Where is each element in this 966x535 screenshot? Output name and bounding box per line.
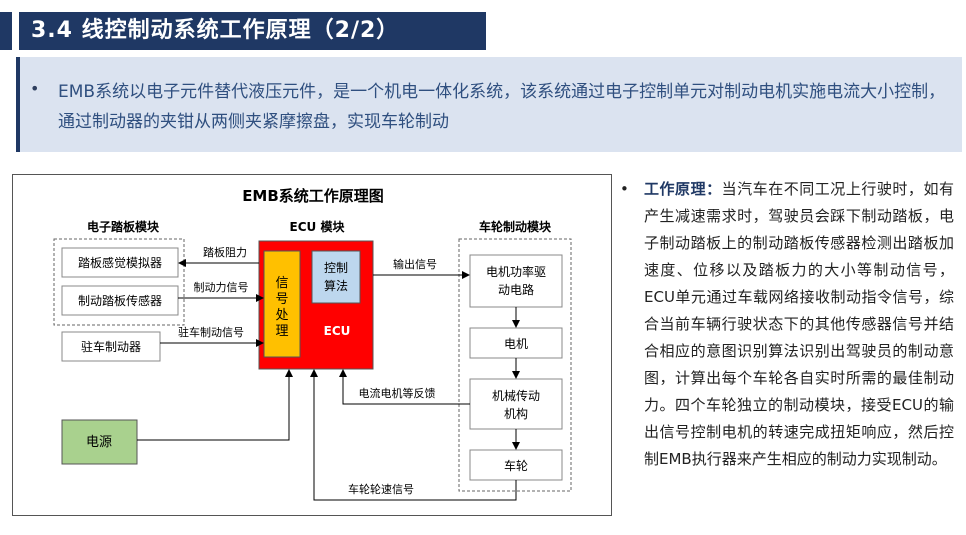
diagram-title: EMB系统工作原理图 [242,187,384,205]
slide-title: 3.4 线控制动系统工作原理（2/2） [19,12,486,50]
wheel-box [469,449,563,481]
title-bar: 3.4 线控制动系统工作原理（2/2） [0,12,486,50]
emb-diagram: EMB系统工作原理图 电子踏板模块 ECU 模块 车轮制动模块 踏板感觉模拟器 … [12,174,612,516]
pedal-module-box [53,238,185,326]
ecu-module-label: ECU 模块 [290,219,346,234]
motor-driver-line-1: 电机功率驱 [486,264,546,279]
motor-label: 电机 [504,337,528,351]
parking-brake-label: 驻车制动器 [81,339,141,354]
control-algo-box [311,250,361,304]
control-algo-line-1: 控制 [324,261,348,275]
principle-bullet: • [620,180,629,198]
signal-proc-char-1: 信 [275,276,288,291]
principle-text: 当汽车在不同工况上行驶时，如有产生减速需求时，驾驶员会踩下制动踏板，电子制动踏板… [644,180,954,468]
arrow-wheel-speed [310,369,517,501]
title-gap [12,12,19,50]
wheel-module-label: 车轮制动模块 [479,219,552,234]
signal-proc-char-3: 处 [275,308,288,323]
motor-box [469,327,563,359]
parking-brake-box [61,331,161,362]
signal-proc-box [263,250,301,358]
output-signal-label: 输出信号 [393,257,437,271]
title-accent [0,12,12,50]
mech-trans-line-1: 机械传动 [492,388,540,403]
motor-driver-box [469,254,563,308]
intro-box: • EMB系统以电子元件替代液压元件，是一个机电一体化系统，该系统通过电子控制单… [16,57,962,152]
feedback-label: 电流电机等反馈 [359,386,436,400]
pedal-sensor-box [61,285,179,316]
power-box [61,419,138,465]
signal-proc-char-4: 理 [275,324,288,339]
pedal-sim-label: 踏板感觉模拟器 [78,255,162,270]
principle-paragraph: 工作原理：当汽车在不同工况上行驶时，如有产生减速需求时，驾驶员会踩下制动踏板，电… [644,176,954,473]
mech-trans-box [469,378,563,430]
intro-text: EMB系统以电子元件替代液压元件，是一个机电一体化系统，该系统通过电子控制单元对… [58,82,946,132]
parking-signal-label: 驻车制动信号 [178,325,244,339]
wheel-module-box [458,238,572,492]
signal-proc-char-2: 号 [275,292,288,307]
diagram-svg: EMB系统工作原理图 电子踏板模块 ECU 模块 车轮制动模块 踏板感觉模拟器 … [53,187,572,501]
wheel-label: 车轮 [504,458,528,473]
arrow-feedback [339,369,470,405]
power-label: 电源 [86,435,112,450]
pedal-resistance-label: 踏板阻力 [203,245,247,259]
arrow-power [137,369,293,441]
brake-force-label: 制动力信号 [194,281,249,294]
control-algo-line-2: 算法 [324,278,348,293]
pedal-sim-box [61,247,179,278]
motor-driver-line-2: 动电路 [498,282,534,297]
mech-trans-line-2: 机构 [504,406,528,421]
wheel-speed-label: 车轮轮速信号 [348,482,414,496]
principle-head: 工作原理： [644,180,722,198]
ecu-label: ECU [324,324,351,338]
pedal-sensor-label: 制动踏板传感器 [78,293,162,308]
intro-bullet: • [30,79,40,98]
pedal-module-label: 电子踏板模块 [87,219,160,234]
